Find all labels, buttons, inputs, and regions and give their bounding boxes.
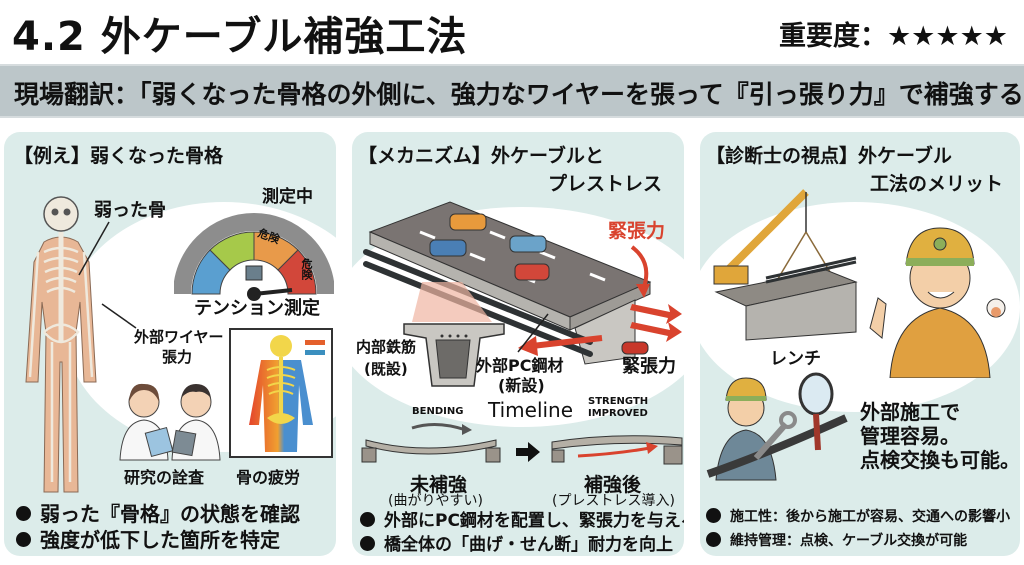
page-title: 4.2 外ケーブル補強工法 <box>12 14 468 60</box>
tension-force-label-bottom: 緊張力 <box>622 356 676 377</box>
leader-line <box>78 221 110 276</box>
external-pc-label: 外部PC鋼材 <box>476 356 564 375</box>
leader-line <box>517 313 549 353</box>
banner-text: 現場翻訳：「弱くなった骨格の外側に、強力なワイヤーを張って『引っ張り力』で補強す… <box>14 80 1024 109</box>
bone-fatigue-label: 骨の疲労 <box>236 468 301 487</box>
bullet-dot-icon <box>360 511 375 527</box>
wrench-label: レンチ <box>770 349 821 369</box>
external-wire-label: 外部ワイヤー <box>134 328 224 346</box>
panel-analogy: 【例え】弱くなった骨格 弱った骨 測定中 危険 危険 テンション測定 外部ワイヤ… <box>4 132 336 556</box>
bullet-item: 弱った『骨格』の状態を確認 <box>16 498 300 527</box>
external-pc-label-2: (新設) <box>498 376 545 395</box>
leader-line <box>101 303 137 329</box>
panel-title: 【例え】弱くなった骨格 <box>14 145 224 167</box>
bullet-item: 橋全体の「曲げ・せん断」耐力を向上 <box>360 530 673 555</box>
cross-section-icon <box>403 282 505 387</box>
heatmap-figure-icon <box>249 335 325 452</box>
translation-banner: 現場翻訳：「弱くなった骨格の外側に、強力なワイヤーを張って『引っ張り力』で補強す… <box>0 64 1024 118</box>
tension-arrow-icon <box>518 335 603 356</box>
strength-label: STRENGTH <box>588 396 649 407</box>
bullet-item: 施工性：後から施工が容易、交通への影響小 <box>706 506 1010 526</box>
strength-label-2: IMPROVED <box>588 408 648 419</box>
internal-rebar-label-2: (既設) <box>364 360 408 378</box>
tension-measure-label: テンション測定 <box>194 298 320 319</box>
importance-label: 重要度： <box>778 21 887 52</box>
bullet-dot-icon <box>706 531 721 547</box>
internal-rebar-label: 内部鉄筋 <box>356 338 417 356</box>
merit-note-line3: 点検交換も可能。 <box>860 448 1020 472</box>
bullet-item: 強度が低下した箇所を特定 <box>16 524 280 553</box>
merit-note-line2: 管理容易。 <box>860 424 960 448</box>
car-icon <box>509 235 547 253</box>
external-wire-label-2: 張力 <box>162 348 193 366</box>
worker-inspection-icon <box>706 372 848 481</box>
gauge-danger-label: 危険 <box>300 258 313 280</box>
bone-fatigue-heatmap <box>229 328 333 458</box>
bending-label: BENDING <box>412 406 464 417</box>
car-icon <box>429 239 467 257</box>
tension-gauge <box>174 213 334 301</box>
before-label: 未補強 <box>410 474 468 496</box>
timeline-label: Timeline <box>488 398 574 422</box>
engineer-character-icon <box>869 227 1006 378</box>
panel-title: 【メカニズム】外ケーブルと <box>358 145 604 167</box>
panel-title: 【診断士の視点】外ケーブル <box>706 145 952 167</box>
wrench-icon <box>753 411 797 460</box>
weak-bone-label: 弱った骨 <box>94 200 166 221</box>
skeleton-figure-icon <box>25 196 97 493</box>
after-label: 補強後 <box>584 474 642 496</box>
bird-icon <box>986 298 1006 318</box>
research-label: 研究の詮査 <box>124 468 205 487</box>
panel-title-line2: 工法のメリット <box>870 173 1004 195</box>
magnifier-icon <box>798 372 834 451</box>
researchers-icon <box>119 383 221 461</box>
bullet-item: 外部にPC鋼材を配置し、緊張力を与える <box>360 506 684 531</box>
after-sub-label: (プレストレス導入) <box>552 493 675 509</box>
importance-rating: 重要度：★★★★★ <box>779 14 1008 53</box>
bullet-dot-icon <box>16 506 31 521</box>
beam-comparison-diagram <box>361 423 683 465</box>
car-icon <box>514 263 550 281</box>
bullet-dot-icon <box>16 532 31 547</box>
before-sub-label: (曲がりやすい) <box>388 493 483 509</box>
panel-mechanism: 【メカニズム】外ケーブルと プレストレス 緊張力 緊張力 内部鉄筋 (既設) 外… <box>352 132 684 556</box>
crane-girder-illustration <box>713 189 858 341</box>
merit-note-line1: 外部施工で <box>860 400 960 424</box>
bridge-girder-illustration <box>363 201 652 365</box>
tension-arrows-icon <box>630 245 682 342</box>
bullet-item: 維持管理：点検、ケーブル交換が可能 <box>706 530 967 550</box>
star-rating-icons: ★★★★★ <box>886 21 1008 52</box>
tension-force-label: 緊張力 <box>608 220 666 242</box>
arrow-right-icon <box>516 442 540 462</box>
measuring-label: 測定中 <box>262 187 313 207</box>
panel-title-line2: プレストレス <box>548 173 663 195</box>
panel-merits: 【診断士の視点】外ケーブル 工法のメリット レンチ 外部施工で 管理容易。 点検… <box>700 132 1020 556</box>
bullet-dot-icon <box>360 535 375 551</box>
car-icon <box>449 213 487 231</box>
bullet-dot-icon <box>706 507 721 523</box>
